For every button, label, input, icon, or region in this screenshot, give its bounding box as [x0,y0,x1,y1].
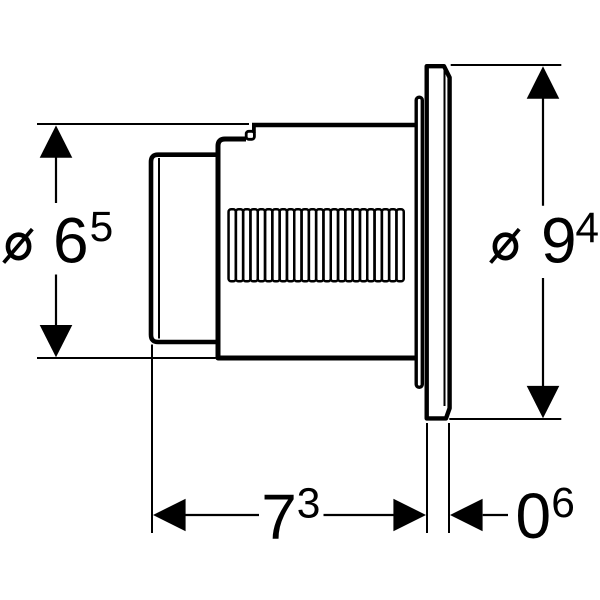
svg-text:5: 5 [90,204,114,251]
svg-text:6: 6 [551,480,575,527]
svg-text:9: 9 [541,205,577,277]
svg-text:7: 7 [261,481,297,553]
svg-text:6: 6 [53,205,89,277]
svg-text:3: 3 [297,480,321,527]
svg-text:0: 0 [516,480,552,552]
svg-text:4: 4 [575,205,599,252]
